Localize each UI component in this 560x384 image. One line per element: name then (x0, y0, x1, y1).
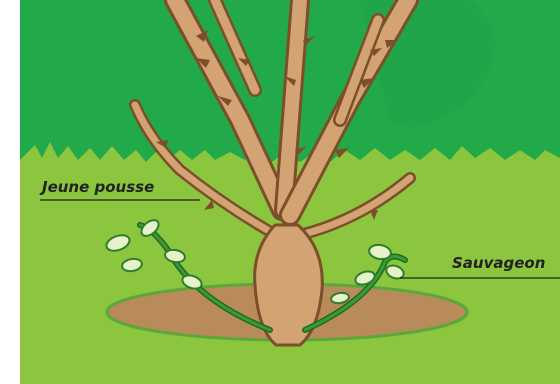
young-shoot-label: Jeune pousse (42, 178, 154, 196)
sauvageon-label: Sauvageon (452, 254, 545, 272)
